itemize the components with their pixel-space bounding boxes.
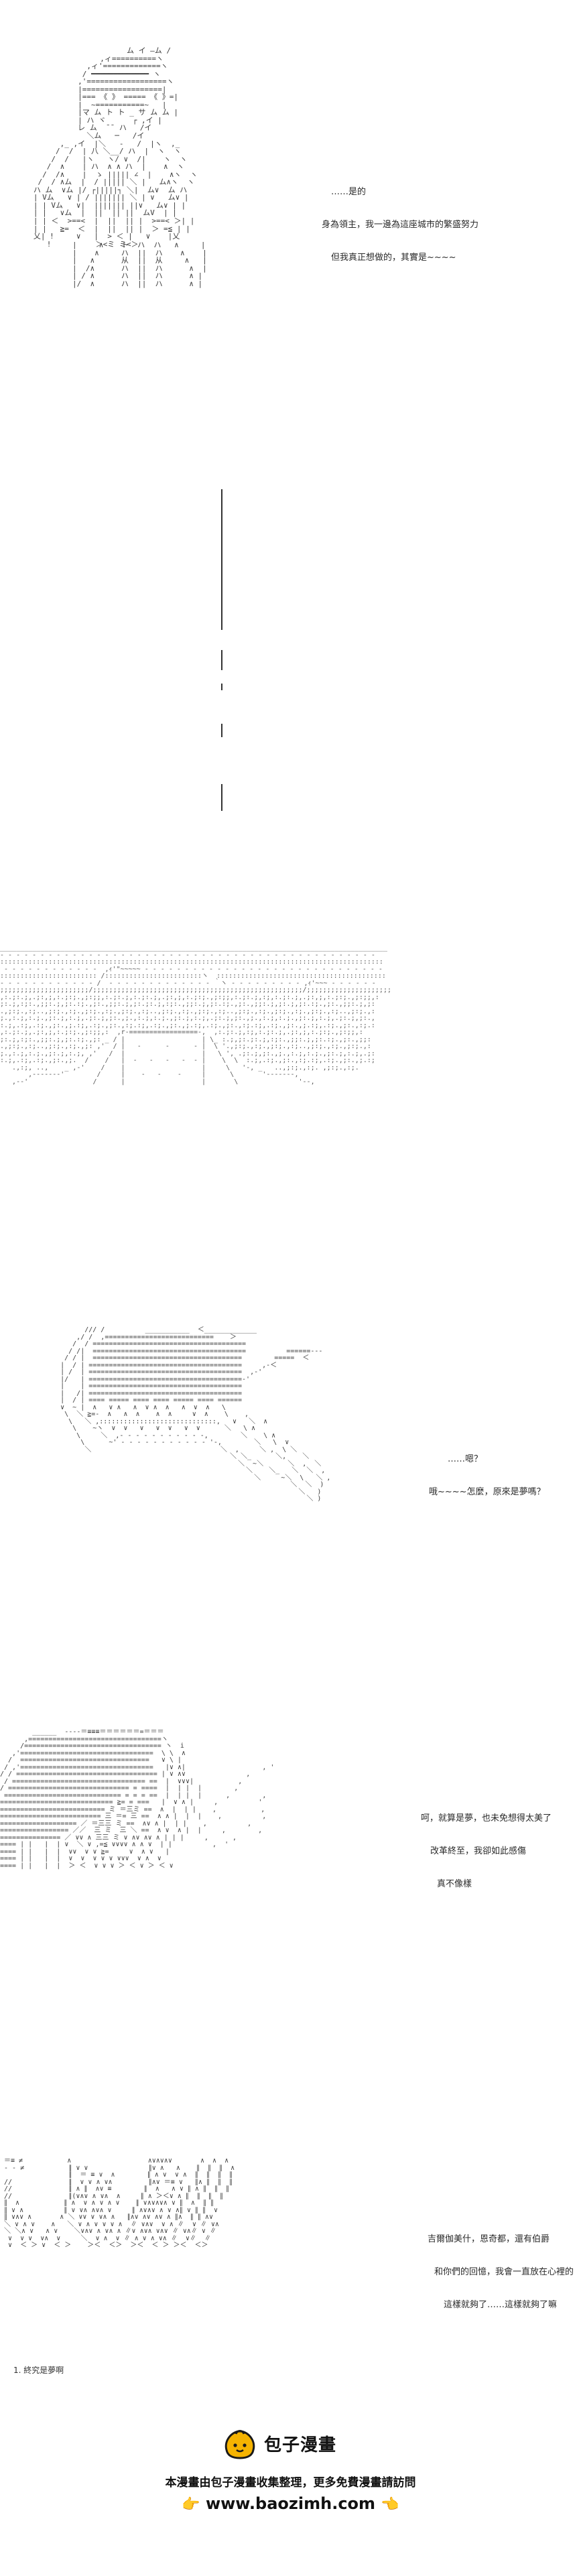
scene-transition-line [221, 489, 222, 630]
panel-5: ＝≡ ≠ ∧ ∧∨∧∨∧∨ ∧ ∧ ∧ - - ≠ ∥ ∨ ∨ ∥∨ ∧ ∧ ∥… [0, 2138, 581, 2345]
pointing-hand-icon: 👉 [182, 2496, 200, 2513]
footnote: 1. 終究是夢啊 [13, 2366, 64, 2375]
dialogue-line: 吉爾伽美什，恩奇都，還有伯爵 [428, 2234, 550, 2244]
ascii-art-figure: ム イ ―ム / ,ィ==========ヽ ,ィ'=============ヽ… [33, 46, 198, 249]
ascii-art-waking-figure: /// / ___________ ＜_____________ ,/ / ,=… [60, 1326, 331, 1502]
dialogue-box: 呵，就算是夢，也未免想得太美了 改革終至，我卻如此感傷 真不像樣 [421, 1792, 552, 1911]
watermark-notice: 本漫畫由包子漫畫收集整理，更多免費漫畫請訪問 [165, 2476, 416, 2490]
dialogue-line: ……是的 [331, 187, 367, 197]
dialogue-line: 身為領主，我一邊為這座城市的繁盛努力 [322, 220, 479, 230]
dialogue-line: 哦~~~~怎麼，原來是夢嗎？ [429, 1487, 545, 1497]
scene-transition-line [221, 684, 222, 690]
ascii-art-group: ＝≡ ≠ ∧ ∧∨∧∨∧∨ ∧ ∧ ∧ - - ≠ ∥ ∨ ∨ ∥∨ ∧ ∧ ∥… [4, 2157, 235, 2249]
watermark-url[interactable]: www.baozimh.com [205, 2494, 376, 2513]
ascii-art-lying-figure: ______ ----＝≡≡≡＝＝＝＝＝＝=＝＝＝ ,=============… [0, 1728, 275, 1870]
panel-4: ______ ----＝≡≡≡＝＝＝＝＝＝=＝＝＝ ,=============… [0, 1716, 581, 2051]
scene-transition-line [221, 650, 222, 670]
ascii-art-landscape: ________________________________________… [0, 945, 391, 1086]
dialogue-line: 改革終至，我卻如此感傷 [430, 1846, 527, 1856]
dialogue-line: 但我真正想做的，其實是~~~~ [331, 253, 456, 263]
dialogue-line: 這樣就夠了……這樣就夠了嘛 [444, 2300, 558, 2310]
dialogue-line: 和你們的回憶，我會一直放在心裡的 [434, 2267, 574, 2277]
dialogue-line: 呵，就算是夢，也未免想得太美了 [421, 1813, 552, 1823]
watermark-url-row[interactable]: 👉 www.baozimh.com 👈 [0, 2494, 581, 2513]
panel-1: ム イ ―ム / ,ィ==========ヽ ,ィ'=============ヽ… [0, 27, 581, 509]
watermark-logo[interactable]: 包子漫畫 [222, 2426, 350, 2463]
dialogue-box: ……嗯？ 哦~~~~怎麼，原來是夢嗎？ [429, 1433, 545, 1519]
watermark-title: 包子漫畫 [264, 2435, 337, 2455]
scene-transition-line [221, 724, 222, 737]
ascii-art-robe: | ∧ ト ハ ハ ∧ | | ∧ ハ || ハ ∧ | | ∧ 从 || 从 … [72, 241, 207, 288]
bun-mascot-icon [224, 2430, 255, 2459]
dialogue-line: 真不像樣 [437, 1879, 472, 1889]
dialogue-box: 吉爾伽美什，恩奇都，還有伯爵 和你們的回憶，我會一直放在心裡的 這樣就夠了……這… [428, 2213, 574, 2331]
dialogue-line: ……嗯？ [448, 1454, 483, 1464]
panel-3: /// / ___________ ＜_____________ ,/ / ,=… [0, 1313, 581, 1628]
scene-transition-line [221, 784, 222, 811]
pointing-hand-icon: 👈 [381, 2496, 399, 2513]
dialogue-box: ……是的 身為領主，我一邊為這座城市的繁盛努力 但我真正想做的，其實是~~~~ [322, 166, 478, 284]
panel-2: ________________________________________… [0, 945, 581, 1200]
